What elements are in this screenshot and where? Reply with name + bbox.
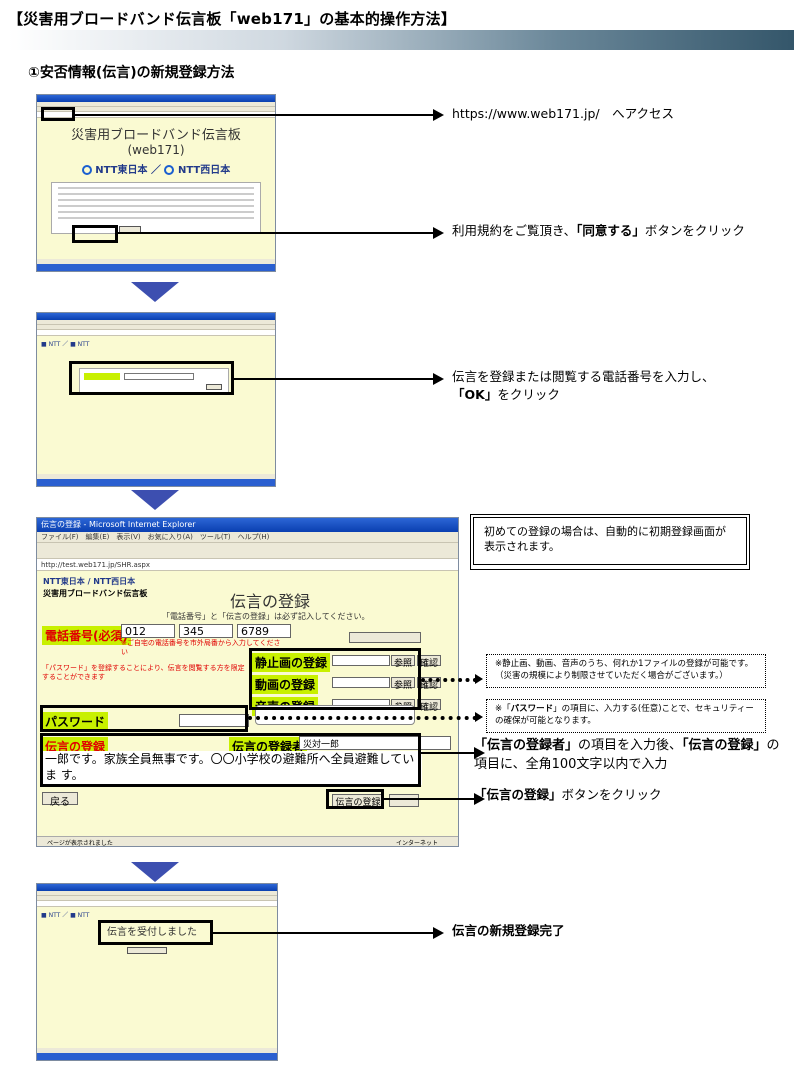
- video-confirm-button[interactable]: 確認: [417, 677, 441, 691]
- down-arrow-icon: [131, 862, 179, 882]
- message-highlight: [40, 733, 421, 787]
- password-label: パスワード: [42, 712, 109, 731]
- address-bar-highlight: [41, 107, 75, 121]
- mini-brand: ■ NTT ／ ■ NTT: [41, 912, 90, 919]
- arrowhead-icon: [433, 373, 444, 385]
- phone-field-1[interactable]: 012: [121, 624, 175, 638]
- page-title: 伝言の登録: [230, 592, 311, 611]
- dotted-leader-media: [421, 678, 477, 682]
- step2-note: 伝言を登録または閲覧する電話番号を入力し、 「OK」をクリック: [452, 369, 715, 402]
- down-arrow-icon: [131, 282, 179, 302]
- registrant-field[interactable]: 災対一郎: [299, 736, 451, 750]
- arrow-step2: [234, 378, 435, 380]
- arrowhead-icon: [433, 109, 444, 121]
- media-note: ※静止画、動画、音声のうち、何れか1ファイルの登録が可能です。（災害の規模により…: [486, 654, 766, 688]
- file-upload-notice: [255, 705, 415, 725]
- down-arrow-icon: [131, 490, 179, 510]
- received-message: 伝言を受付しました: [103, 924, 223, 942]
- arrowhead-icon: [475, 674, 483, 684]
- document-title: 【災害用ブロードバンド伝言板「web171」の基本的操作方法】: [8, 10, 457, 28]
- brand-line: NTT東日本 / NTT西日本: [43, 577, 136, 586]
- still-image-label: 静止画の登録: [252, 653, 331, 672]
- phone-field-3[interactable]: 6789: [237, 624, 291, 638]
- password-note: ※「パスワード」の項目に、入力する(任意)ことで、セキュリティーの確保が可能とな…: [486, 699, 766, 733]
- site-heading: 災害用ブロードバンド伝言板: [71, 128, 241, 143]
- brand-east: NTT東日本: [95, 165, 148, 176]
- dotted-leader-password: [248, 716, 477, 720]
- usage-button[interactable]: [349, 632, 421, 643]
- status-text: ページが表示されました: [47, 840, 113, 847]
- phone-label: 電話番号(必須): [42, 626, 131, 645]
- still-browse-button[interactable]: 参照: [391, 655, 415, 669]
- mini-ok-button[interactable]: [206, 384, 222, 390]
- screenshot-phone-input: ■ NTT ／ ■ NTT: [36, 312, 276, 487]
- toolbar: [37, 543, 458, 559]
- step1-url-note: https://www.web171.jp/ へアクセス: [452, 106, 674, 121]
- arrow-step1-url: [75, 114, 435, 116]
- brand-row: NTT東日本 ／ NTT西日本: [37, 161, 275, 176]
- zone-text: インターネット: [395, 840, 438, 847]
- audio-confirm-button[interactable]: 確認: [417, 699, 441, 713]
- status-bar: ページが表示されました インターネット: [37, 836, 458, 846]
- phone-field-2[interactable]: 345: [179, 624, 233, 638]
- window-title: 伝言の登録 - Microsoft Internet Explorer: [37, 518, 458, 532]
- video-label: 動画の登録: [252, 675, 319, 694]
- site-subheading: (web171): [127, 143, 185, 157]
- password-field[interactable]: [179, 714, 249, 727]
- site-name: 災害用ブロードバンド伝言板: [43, 589, 148, 598]
- ntt-logo-icon: [81, 165, 92, 175]
- arrowhead-icon: [474, 747, 485, 759]
- back-button[interactable]: 戻る: [42, 792, 78, 808]
- agree-button-highlight: [72, 225, 118, 243]
- video-browse-button[interactable]: 参照: [391, 677, 415, 691]
- phone-form-highlight: [69, 361, 234, 395]
- header-gradient-bar: [8, 30, 794, 50]
- password-explain: 「パスワード」を登録することにより、伝言を閲覧する方を限定することができます: [42, 664, 245, 681]
- arrow-step1-agree: [118, 232, 435, 234]
- menu-bar: ファイル(F) 編集(E) 表示(V) お気に入り(A) ツール(T) ヘルプ(…: [37, 532, 458, 543]
- required-hint: 「電話番号」と「伝言の登録」は必ず記入してください。: [162, 612, 370, 621]
- screenshot-top-page: 災害用ブロードバンド伝言板 (web171) NTT東日本 ／ NTT西日本: [36, 94, 276, 272]
- received-highlight: [98, 920, 213, 945]
- address-field: http://test.web171.jp/SHR.aspx: [37, 559, 458, 571]
- still-image-file[interactable]: [332, 655, 390, 666]
- phone-note: ※ご自宅の電話番号を市外局番から入力してください: [121, 639, 281, 656]
- video-file[interactable]: [332, 677, 390, 688]
- screenshot-complete: ■ NTT ／ ■ NTT 伝言を受付しました: [36, 883, 278, 1061]
- arrowhead-icon: [433, 927, 444, 939]
- ntt-logo-icon: [164, 165, 175, 175]
- attachments-highlight: [249, 648, 421, 710]
- submit-highlight: [326, 789, 384, 809]
- step1-agree-note: 利用規約をご覧頂き、「同意する」ボタンをクリック: [452, 223, 745, 238]
- password-highlight: [40, 705, 248, 732]
- clear-button[interactable]: [389, 794, 419, 807]
- message-instruction: 「伝言の登録者」の項目を入力後、「伝言の登録」の項目に、全角100文字以内で入力: [474, 738, 780, 772]
- arrowhead-icon: [433, 227, 444, 239]
- submit-instruction: 「伝言の登録」ボタンをクリック: [474, 787, 662, 802]
- brand-west: NTT西日本: [177, 165, 231, 176]
- arrow-submit: [384, 798, 475, 800]
- top-return-button[interactable]: [127, 947, 167, 954]
- still-confirm-button[interactable]: 確認: [417, 655, 441, 669]
- mini-brand: ■ NTT ／ ■ NTT: [41, 341, 90, 348]
- message-textarea[interactable]: 一郎です。家族全員無事です。〇〇小学校の避難所へ全員避難していま す。: [42, 751, 422, 785]
- arrowhead-icon: [475, 712, 483, 722]
- arrowhead-icon: [474, 793, 485, 805]
- initial-register-notice: 初めての登録の場合は、自動的に初期登録画面が表示されます。: [470, 514, 750, 570]
- arrow-message: [421, 752, 475, 754]
- section-heading: ①安否情報(伝言)の新規登録方法: [28, 65, 235, 81]
- screenshot-message-register: 伝言の登録 - Microsoft Internet Explorer ファイル…: [36, 517, 459, 847]
- arrow-step4: [213, 932, 435, 934]
- step4-note: 伝言の新規登録完了: [452, 923, 565, 938]
